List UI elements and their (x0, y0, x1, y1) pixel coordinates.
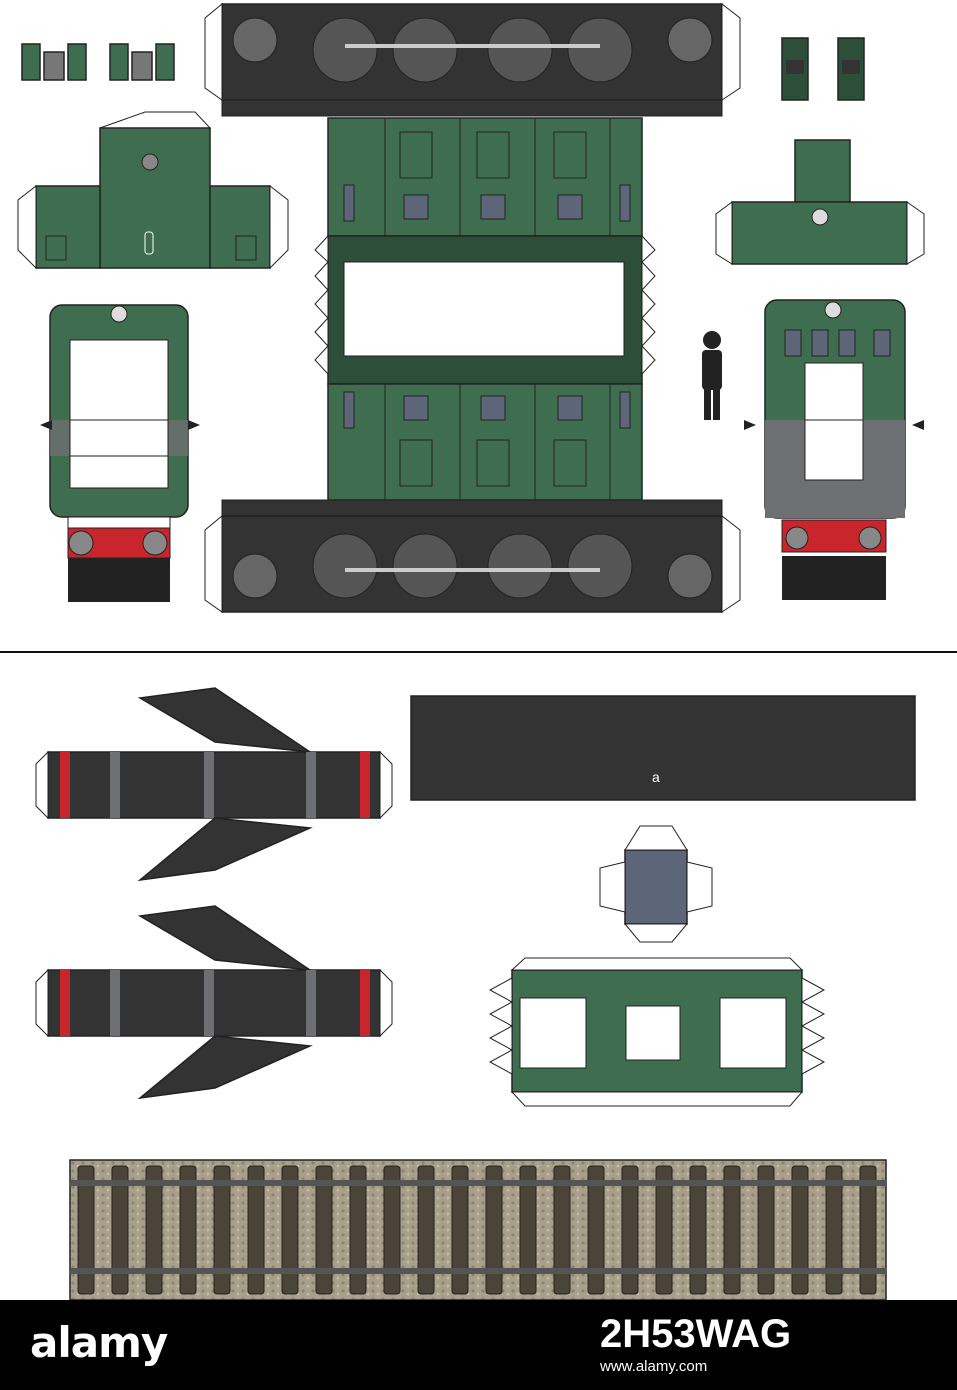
sleeper (247, 1165, 265, 1295)
sleeper (315, 1165, 333, 1295)
cab-front-right (744, 299, 924, 600)
sleeper (179, 1165, 197, 1295)
buffer-parts-right (781, 37, 865, 101)
bogie-net-lower (35, 905, 393, 1100)
cab-roof-net-right (715, 139, 925, 265)
sleeper (485, 1165, 503, 1295)
floor-strip: a (410, 695, 916, 801)
person-silhouette (702, 331, 722, 420)
sleeper (757, 1165, 775, 1295)
sleeper (791, 1165, 809, 1295)
sleeper (621, 1165, 639, 1295)
sleeper (553, 1165, 571, 1295)
sleeper (77, 1165, 95, 1295)
sleeper (281, 1165, 299, 1295)
cab-front-left (40, 304, 200, 602)
main-body-net (204, 2, 741, 613)
sleeper (451, 1165, 469, 1295)
track-strip (69, 1159, 887, 1300)
bogie-net-upper (35, 687, 393, 882)
sleepers (77, 1165, 877, 1295)
sleeper (587, 1165, 605, 1295)
sleeper (145, 1165, 163, 1295)
tab-letter: a (652, 769, 660, 785)
sleeper (859, 1165, 877, 1295)
sleeper (417, 1165, 435, 1295)
sleeper (689, 1165, 707, 1295)
small-box-net (599, 825, 713, 943)
paper-model-sheet: a (0, 2, 957, 1300)
sleeper (383, 1165, 401, 1295)
sleeper (825, 1165, 843, 1295)
sleeper (655, 1165, 673, 1295)
coupler-parts-left (21, 43, 175, 81)
image-id: 2H53WAG (600, 1312, 792, 1356)
cab-roof-net-left (17, 111, 289, 270)
alamy-logo: alamy (30, 1318, 168, 1367)
watermark-url: www.alamy.com (600, 1358, 708, 1375)
sleeper (213, 1165, 231, 1295)
sleeper (349, 1165, 367, 1295)
watermark-footer: alamy 2H53WAG www.alamy.com (0, 1300, 957, 1390)
sleeper (519, 1165, 537, 1295)
sleeper (723, 1165, 741, 1295)
sleeper (111, 1165, 129, 1295)
underframe-net (488, 957, 826, 1107)
